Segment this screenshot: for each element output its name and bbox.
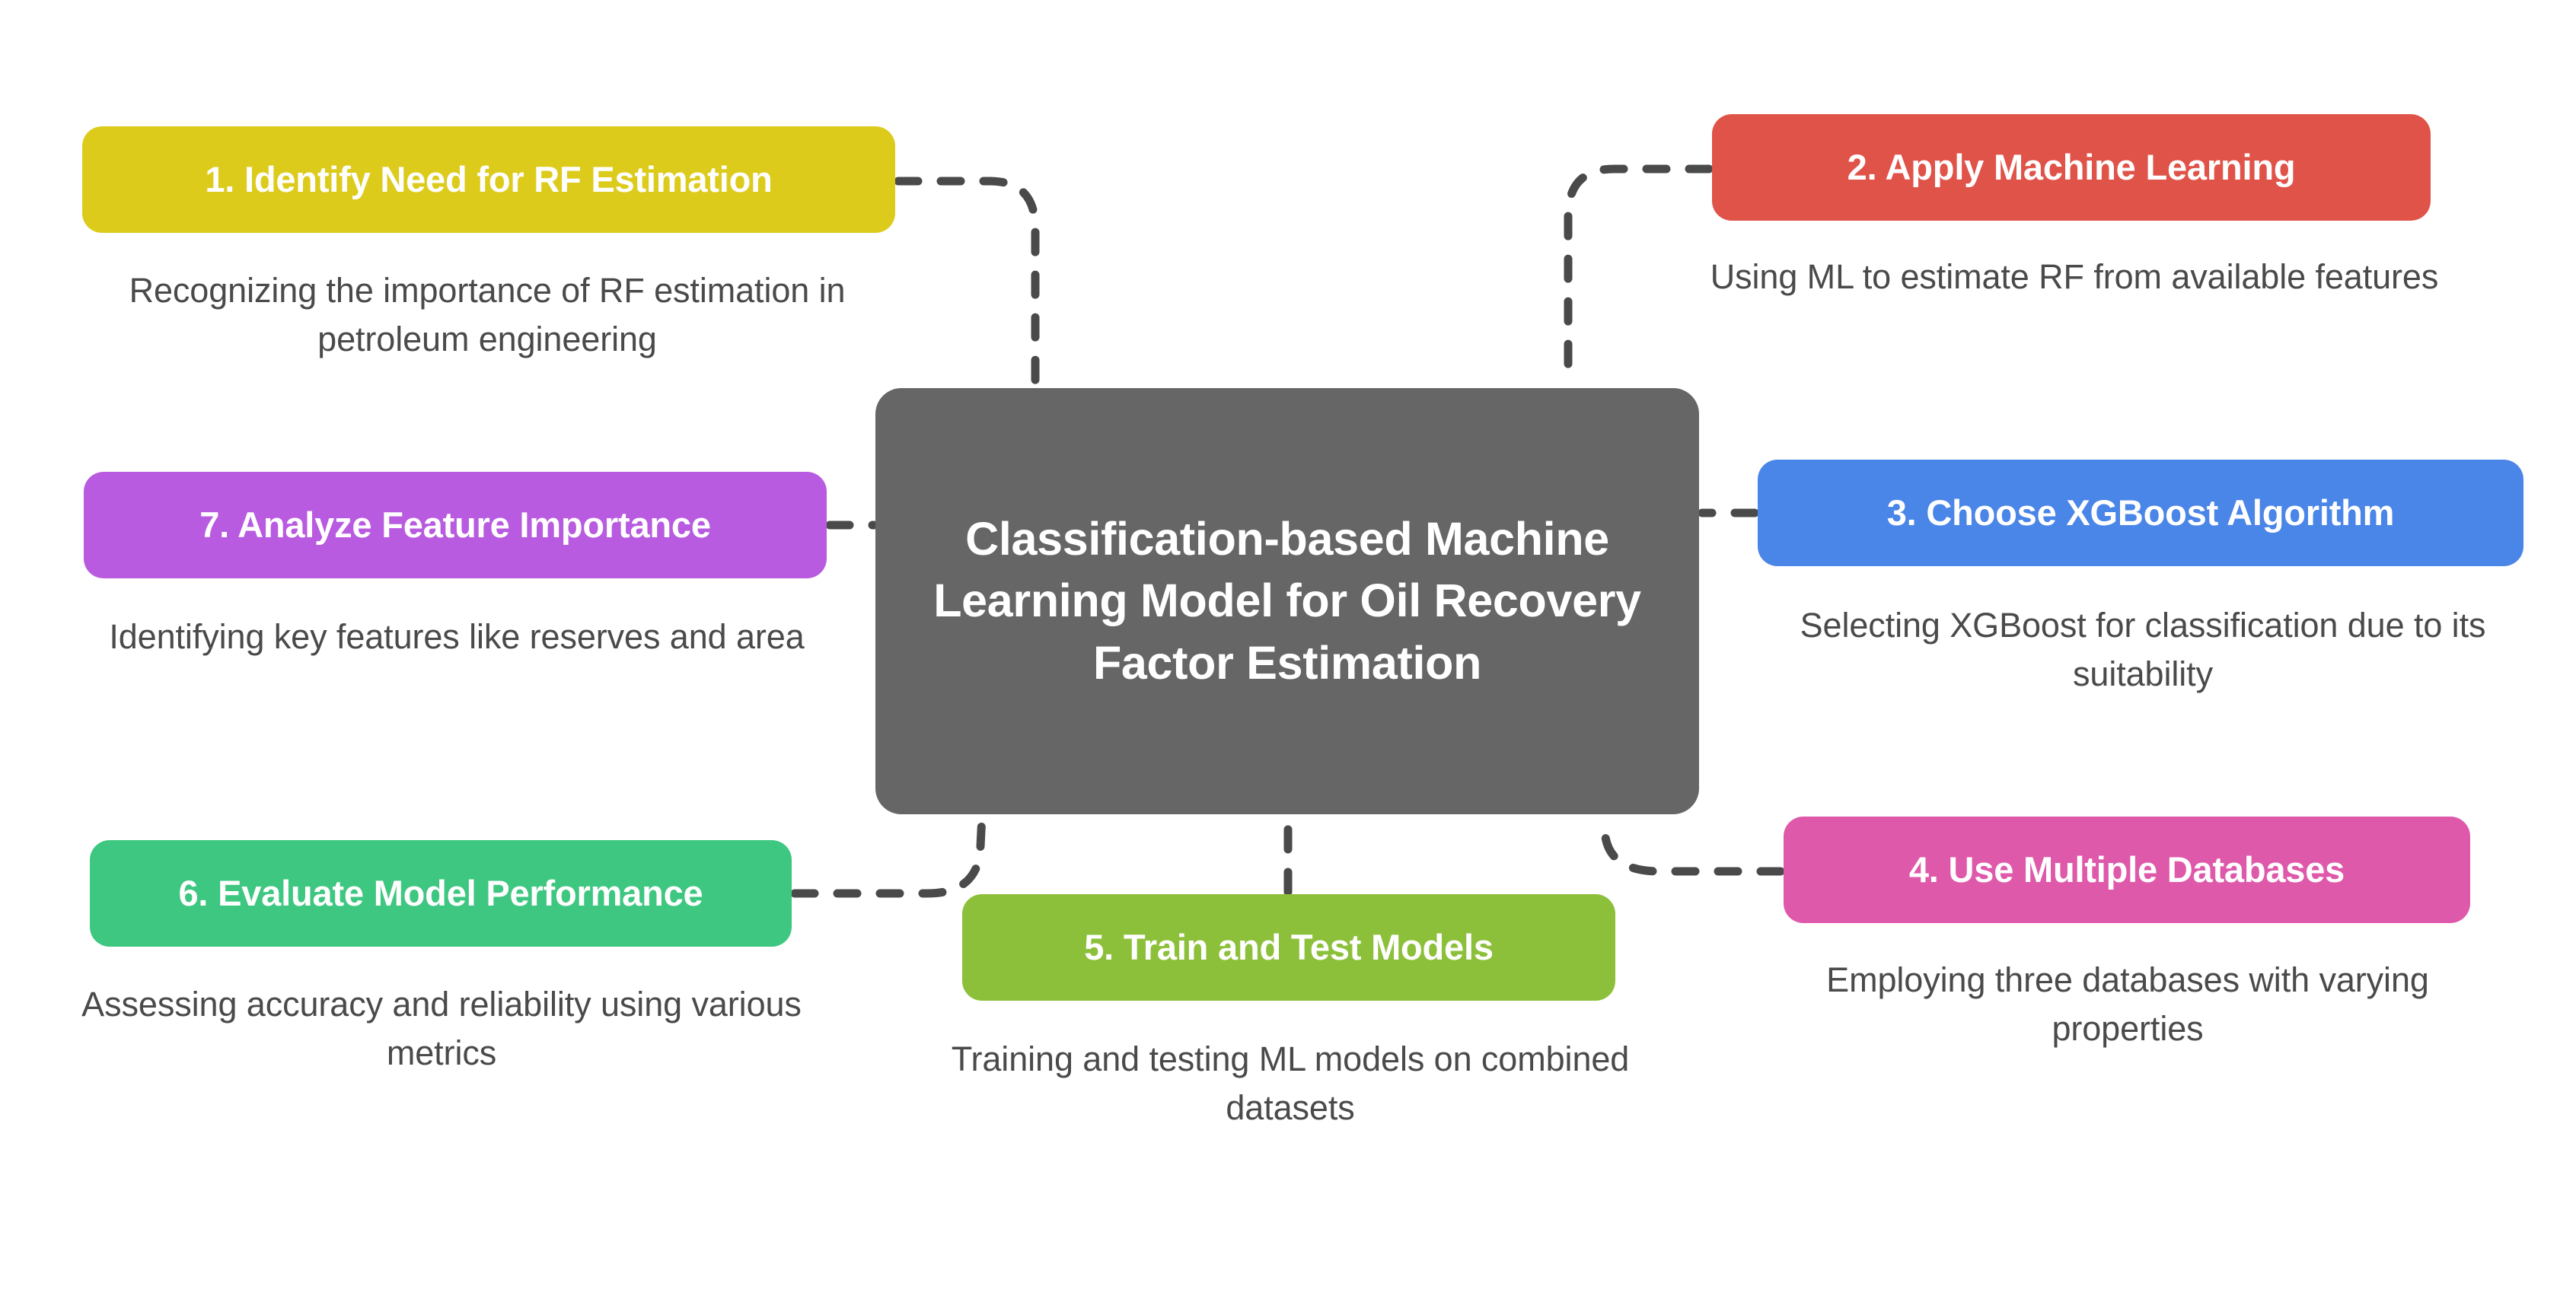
connector-node-4: [1599, 811, 1785, 876]
branch-node-2[interactable]: 2. Apply Machine Learning: [1712, 114, 2431, 221]
branch-node-5[interactable]: 5. Train and Test Models: [962, 894, 1615, 1001]
branch-node-5-description: Training and testing ML models on combin…: [951, 1040, 1630, 1127]
branch-node-1-label: 1. Identify Need for RF Estimation: [205, 158, 773, 199]
branch-node-4-label: 4. Use Multiple Databases: [1908, 849, 2345, 890]
branch-node-1-description: Recognizing the importance of RF estimat…: [129, 271, 846, 358]
branch-node-2-description: Using ML to estimate RF from available f…: [1710, 257, 2439, 296]
branch-node-3-description: Selecting XGBoost for classification due…: [1800, 606, 2486, 693]
branch-node-4-description: Employing three databases with varying p…: [1826, 960, 2429, 1048]
branch-node-7[interactable]: 7. Analyze Feature Importance: [84, 472, 827, 578]
branch-node-3-label: 3. Choose XGBoost Algorithm: [1886, 492, 2395, 533]
branch-node-6-label: 6. Evaluate Model Performance: [178, 872, 703, 913]
center-node-title: Classification-based Machine Learning Mo…: [933, 513, 1641, 689]
center-node[interactable]: Classification-based Machine Learning Mo…: [875, 388, 1699, 814]
branch-node-6[interactable]: 6. Evaluate Model Performance: [90, 840, 792, 947]
branch-node-5-label: 5. Train and Test Models: [1084, 926, 1494, 967]
connector-node-6: [790, 811, 987, 898]
branch-node-3[interactable]: 3. Choose XGBoost Algorithm: [1758, 460, 2523, 566]
connector-node-2: [1564, 164, 1714, 391]
branch-node-2-label: 2. Apply Machine Learning: [1847, 146, 2296, 187]
branch-node-7-label: 7. Analyze Feature Importance: [199, 504, 711, 545]
branch-node-7-description: Identifying key features like reserves a…: [109, 617, 805, 656]
branch-node-6-description: Assessing accuracy and reliability using…: [81, 985, 802, 1072]
branch-node-1[interactable]: 1. Identify Need for RF Estimation: [82, 126, 895, 233]
branch-node-4[interactable]: 4. Use Multiple Databases: [1784, 817, 2470, 923]
